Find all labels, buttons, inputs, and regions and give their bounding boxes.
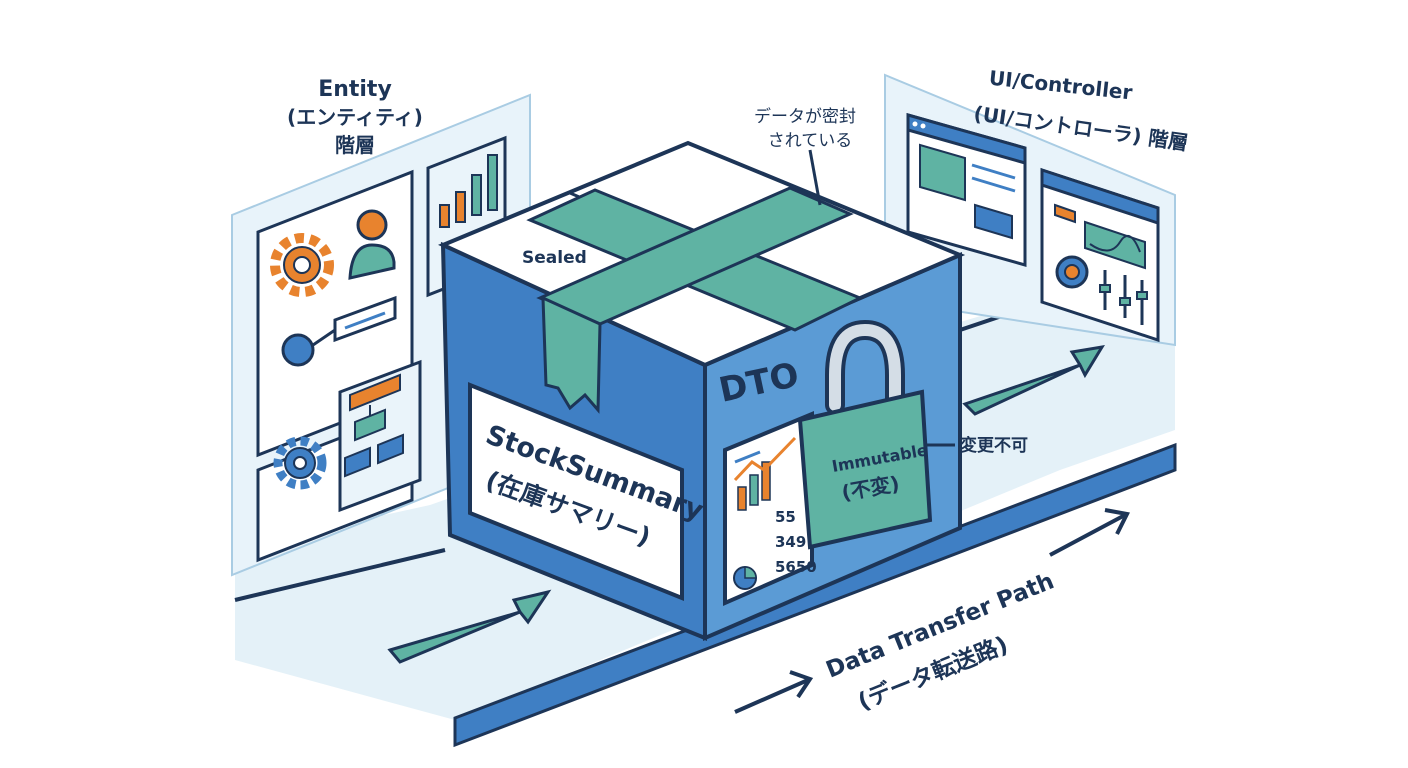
sealed-callout-line xyxy=(808,149,822,206)
shipping-label xyxy=(468,382,684,601)
lock-shackle xyxy=(829,323,901,416)
ui-title-line1: UI/Controller xyxy=(988,66,1134,105)
user-icon xyxy=(348,209,396,280)
tape-strip-hanging xyxy=(541,295,602,414)
sealed-callout-line1: データが密封 xyxy=(754,106,856,127)
card-number-3: 5650 xyxy=(775,558,817,576)
gear-icon xyxy=(270,233,334,297)
dashboard-window-icon xyxy=(1040,167,1160,343)
ui-controller-panel: UI/Controller (UI/コントローラ) 階層 xyxy=(884,66,1190,347)
flowchart-icon xyxy=(344,373,404,478)
card-pie-icon xyxy=(733,566,757,590)
sealed-callout-line2: されている xyxy=(768,131,853,151)
data-card xyxy=(723,411,814,607)
path-arrowhead-upper xyxy=(1104,508,1130,535)
bar-chart-icon xyxy=(439,154,498,228)
card-chart-icon xyxy=(733,436,797,511)
dto-box: Sealed データが密封 されている StockSummary (在庫サマリー… xyxy=(438,106,966,642)
lock-body xyxy=(797,389,933,550)
card-number-1: 55 xyxy=(775,508,796,526)
entity-title-line2: (エンティティ) xyxy=(287,105,423,129)
node-list-icon xyxy=(281,295,397,367)
immutable-lock: Immutable (不変) 変更不可 xyxy=(797,319,1028,550)
flow-arrow-right xyxy=(962,344,1105,416)
path-arrowhead-lower xyxy=(789,670,814,699)
entity-title-line1: Entity xyxy=(318,77,392,102)
entity-title-line3: 階層 xyxy=(335,133,375,157)
path-arrow-line-lower xyxy=(734,678,809,714)
flow-arrow-left xyxy=(387,589,552,664)
path-edge-left-top xyxy=(234,548,446,602)
sealed-label: Sealed xyxy=(522,248,587,268)
path-arrow-line-upper xyxy=(1049,513,1126,557)
browser-window-icon xyxy=(906,113,1027,267)
card-number-2: 3491 xyxy=(775,533,817,551)
lock-callout: 変更不可 xyxy=(960,435,1028,456)
gear-icon-small xyxy=(273,436,327,490)
